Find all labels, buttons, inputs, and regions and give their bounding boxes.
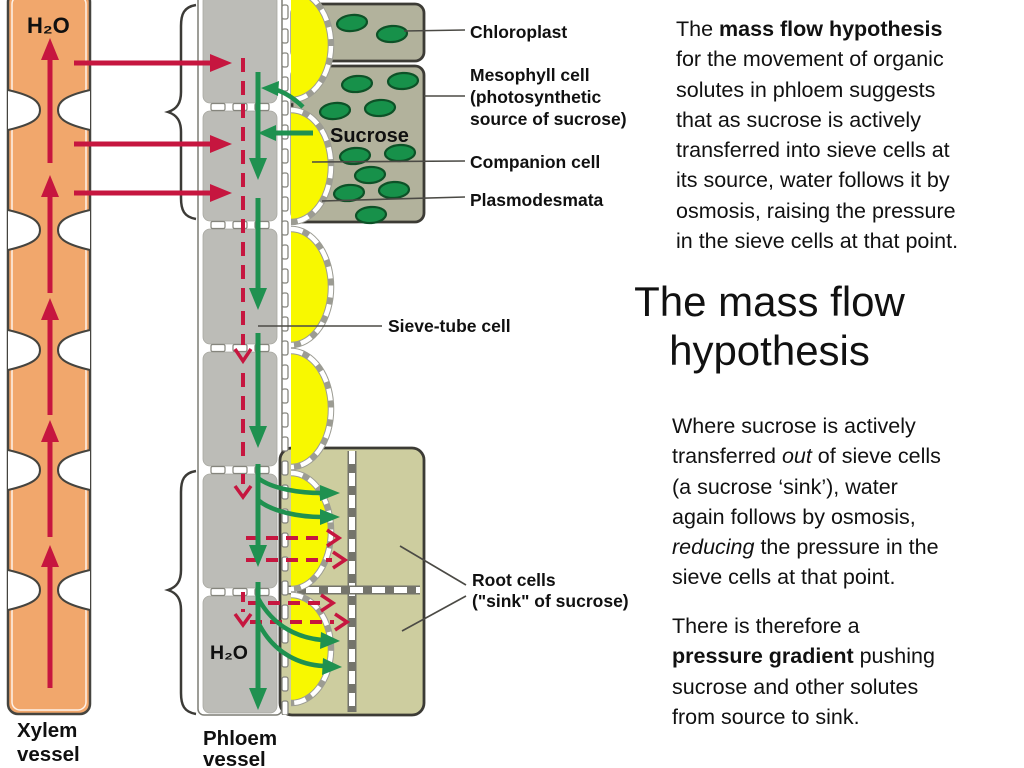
root-cell-walls	[284, 451, 420, 712]
text-run: transferred into sieve cells at	[676, 138, 950, 163]
mesophyll-label-line2: (photosynthetic	[470, 87, 602, 107]
title-line1: The mass flow	[634, 278, 905, 325]
text-run: sieve cells at that point.	[672, 565, 896, 590]
mesophyll-label-line3: source of sucrose)	[470, 109, 627, 129]
water-arrows	[41, 38, 232, 688]
phloem-vessel-label-line1: Phloem	[203, 727, 277, 750]
text-run: transferred	[672, 444, 782, 469]
text-run: Where sucrose is actively	[672, 414, 916, 438]
sieve-tube-cell-label: Sieve-tube cell	[388, 316, 511, 336]
text-run: pushing	[853, 644, 935, 669]
text-run: osmosis, raising the pressure	[676, 198, 956, 223]
text-run: mass flow hypothesis	[719, 17, 943, 41]
text-run: again follows by osmosis,	[672, 504, 916, 529]
text-run: (a sucrose ‘sink’), water	[672, 474, 898, 499]
xylem-vessel-label-line1: Xylem	[17, 719, 77, 742]
text-run: for the movement of organic	[676, 47, 944, 72]
text-run: pressure gradient	[672, 644, 854, 669]
chloroplast-label: Chloroplast	[470, 22, 567, 42]
text-run: solutes in phloem suggests	[676, 77, 936, 102]
root-cells-label-line1: Root cells	[472, 570, 556, 590]
mass-flow-diagram: H₂O Chloroplast Mesophyll cell (photosyn…	[6, 0, 629, 768]
phloem-h2o-label: H₂O	[210, 642, 248, 664]
mesophyll-label-line1: Mesophyll cell	[470, 65, 590, 85]
plasmodesmata-strip	[281, 0, 291, 715]
xylem-wall-pits	[7, 89, 91, 611]
sink-brace	[164, 469, 197, 716]
xylem-h2o-label: H₂O	[27, 13, 70, 38]
title-line2: hypothesis	[669, 327, 870, 374]
plasmodesmata-label: Plasmodesmata	[470, 190, 604, 210]
root-cells-label-line2: ("sink" of sucrose)	[472, 591, 629, 611]
text-run: from source to sink.	[672, 704, 860, 729]
xylem-vessel-label-line2: vessel	[17, 743, 80, 766]
text-run: There is therefore a	[672, 614, 860, 638]
intro-paragraph: The mass flow hypothesis for the movement…	[676, 14, 1021, 256]
text-run: the pressure in the	[754, 535, 939, 560]
text-run: sucrose and other solutes	[672, 674, 919, 699]
companion-cell-label: Companion cell	[470, 152, 600, 172]
text-run: of sieve cells	[811, 444, 941, 469]
text-run: The	[676, 17, 720, 41]
text-run: reducing	[672, 535, 755, 560]
text-run: its source, water follows it by	[676, 168, 950, 193]
chloroplasts	[318, 13, 420, 225]
sucrose-label: Sucrose	[330, 125, 409, 147]
text-run: in the sieve cells at that point.	[676, 229, 959, 254]
text-run: out	[781, 444, 812, 469]
sucrose-arrows	[249, 72, 342, 710]
source-brace	[164, 3, 197, 221]
leader-lines	[258, 29, 467, 632]
text-run: that as sucrose is actively	[676, 107, 921, 132]
gradient-paragraph: There is therefore a pressure gradient pu…	[672, 611, 1024, 732]
sink-paragraph: Where sucrose is actively transferred out…	[672, 411, 1024, 593]
water-dashed-arrows	[233, 58, 351, 632]
phloem-vessel-label-line2: vessel	[203, 748, 266, 768]
slide-title: The mass flow hypothesis	[592, 277, 947, 375]
